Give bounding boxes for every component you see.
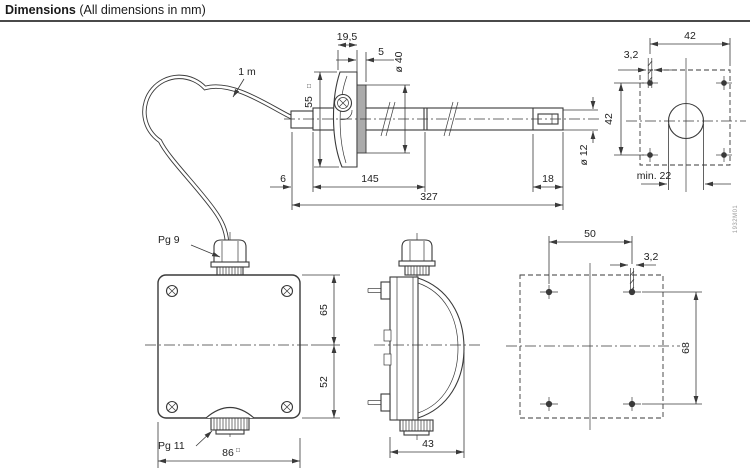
bottom-cable-gland	[205, 406, 255, 435]
doc-id: 1932M01	[733, 205, 739, 234]
title-rule	[0, 20, 750, 22]
probe-side-view: 1 m 19,5	[142, 31, 600, 243]
dim-width-label: 86	[222, 447, 234, 459]
baseplate-outline	[519, 274, 664, 419]
dim-hole-spacing-v-label: 68	[680, 342, 692, 354]
dim-collar-dia-label: ø 40	[393, 51, 405, 72]
dim-lower-label: 52	[318, 376, 330, 388]
screw-icon	[165, 284, 179, 298]
screw-icon	[280, 400, 294, 414]
dim-total-label: 327	[420, 191, 438, 203]
gland-top-label: Pg 9	[158, 234, 180, 246]
drill-mark	[647, 58, 653, 88]
mounting-holes	[642, 76, 732, 162]
cable	[142, 74, 292, 243]
drill-mark	[629, 268, 635, 294]
dim-hole-label: 3,2	[624, 49, 639, 61]
top-cable-gland	[210, 239, 250, 277]
side-cover	[417, 277, 465, 419]
probe-opening	[667, 102, 705, 140]
mounting-flange	[332, 71, 367, 168]
dim-hole-label: 3,2	[644, 251, 659, 263]
housing-box	[157, 274, 301, 419]
screw-icon	[165, 400, 179, 414]
page-title: Dimensions (All dimensions in mm)	[5, 3, 206, 17]
side-bottom-gland	[399, 419, 434, 436]
side-top-gland	[398, 239, 436, 276]
side-body	[389, 276, 419, 421]
dim-tip-label: 18	[542, 173, 554, 185]
dim-upper-label: 65	[318, 304, 330, 316]
cable-entry-stub	[290, 110, 314, 129]
dim-flange-square-label: 55	[303, 96, 315, 108]
dim-flange-thickness-label: 19,5	[337, 31, 358, 43]
cable-length-label: 1 m	[238, 66, 256, 78]
corner-screws	[165, 284, 294, 414]
square-mark: □	[236, 447, 240, 454]
flange-outline	[639, 69, 731, 166]
dim-hole-spacing-h-label: 50	[584, 228, 596, 240]
screw-icon	[280, 284, 294, 298]
dim-stub-label: 6	[280, 173, 286, 185]
page-title-bold: Dimensions	[5, 3, 76, 17]
dim-width-label: 42	[684, 30, 696, 42]
duct-flange-hole-pattern-view: 3,2 42 42 min. 22	[603, 30, 746, 192]
wall-hole-pattern-view: 3,2 50 68	[506, 228, 702, 430]
housing-side-view: 43	[367, 233, 482, 458]
page-title-note: (All dimensions in mm)	[79, 3, 206, 17]
square-mark: □	[307, 83, 311, 90]
dim-height-label: 42	[603, 113, 615, 125]
dim-insert-depth-label: 5	[378, 46, 384, 58]
side-mounting-tabs	[367, 281, 392, 412]
dim-body-label: 145	[361, 173, 379, 185]
dim-depth-label: 43	[422, 438, 434, 450]
mounting-holes	[540, 285, 641, 411]
gland-bottom-label: Pg 11	[158, 440, 185, 452]
dim-opening-label: min. 22	[637, 170, 672, 182]
dim-probe-dia-label: ø 12	[578, 144, 590, 165]
housing-front-view: Pg 9 Pg 11 65	[145, 232, 340, 468]
